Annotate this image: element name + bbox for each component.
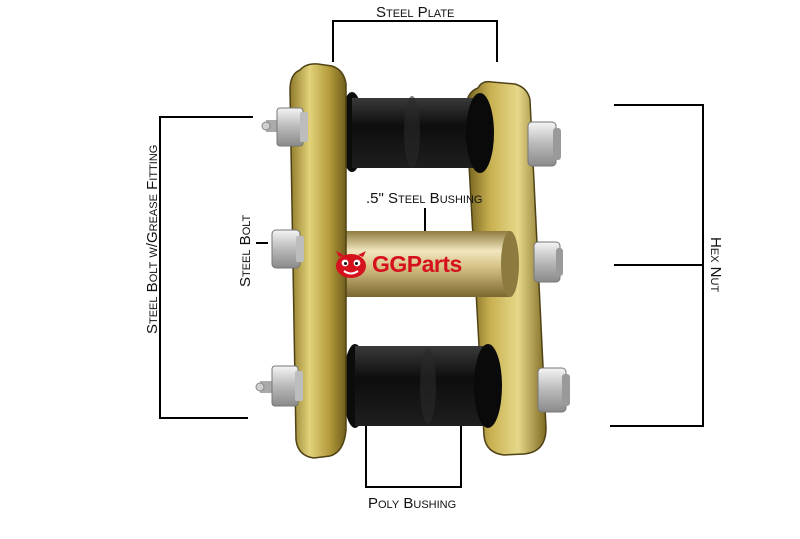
grease-bolt-bracket — [159, 116, 253, 419]
poly-bushing-bottom — [343, 344, 502, 428]
hex-nut-middle — [533, 241, 563, 283]
ggparts-logo-text: GGParts — [372, 250, 462, 277]
hex-nut-bottom — [537, 367, 570, 413]
grease-bolt-top — [261, 107, 308, 147]
label-steel-bushing: .5" Steel Bushing — [366, 190, 483, 207]
label-hex-nut: Hex Nut — [707, 237, 724, 293]
callout-lines — [159, 20, 704, 488]
ggparts-logo: GGParts — [334, 249, 462, 279]
label-steel-bolt-grease-fitting: Steel Bolt w/Grease Fitting — [144, 144, 161, 334]
ggparts-mascot-icon — [336, 251, 366, 278]
poly-bushing-top — [340, 92, 494, 173]
label-poly-bushing: Poly Bushing — [368, 495, 457, 512]
label-steel-bolt: Steel Bolt — [237, 214, 254, 287]
poly-bushing-bracket — [365, 410, 462, 488]
label-steel-plate: Steel Plate — [376, 4, 455, 21]
grease-bolt-bottom — [255, 365, 303, 407]
hex-nut-top — [527, 121, 561, 167]
steel-bolt-head — [271, 229, 304, 269]
steel-plate-bracket — [332, 20, 498, 62]
left-plate — [289, 63, 347, 459]
